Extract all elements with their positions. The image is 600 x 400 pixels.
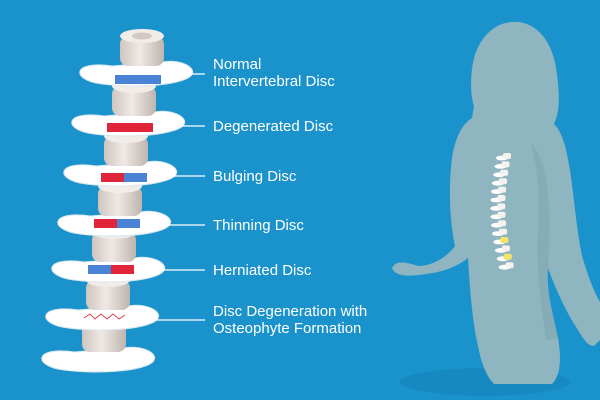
label-osteophyte-line1: Disc Degeneration with [213, 303, 368, 320]
label-degenerated-disc: Degenerated Disc [213, 118, 334, 135]
label-normal-line2: Intervertebral Disc [213, 73, 335, 90]
intervertebral-disc [107, 123, 153, 132]
osteophyte-mark [83, 313, 126, 320]
vertebra-process [41, 346, 156, 373]
mini-vertebra [505, 262, 514, 269]
label-thinning-disc: Thinning Disc [213, 217, 304, 234]
label-osteophyte-line2: Osteophyte Formation [213, 320, 362, 337]
mini-vertebra [499, 228, 508, 235]
mini-vertebra [501, 161, 510, 168]
leader-lines [140, 73, 205, 321]
disc-left [83, 313, 106, 322]
vertebra-body [92, 232, 136, 262]
disc-left [94, 219, 117, 228]
vertebra-canal [132, 32, 152, 40]
vertebra [79, 29, 194, 87]
mini-vertebra [497, 195, 506, 201]
mini-vertebra [500, 169, 509, 176]
vertebra-process [79, 60, 194, 87]
mini-vertebra [500, 237, 509, 243]
disc-right [124, 173, 147, 182]
mini-vertebra [497, 211, 506, 218]
disc-left [115, 75, 138, 84]
disc-right [111, 265, 134, 274]
human-silhouette-icon [392, 21, 600, 396]
label-herniated-disc: Herniated Disc [213, 262, 312, 279]
label-osteophyte-disc: Disc Degeneration with Osteophyte Format… [213, 303, 367, 337]
vertebra-body [120, 36, 164, 66]
intervertebral-disc [115, 75, 161, 84]
disc-left [107, 123, 130, 132]
mini-vertebra [498, 220, 507, 227]
label-normal-disc: Normal Intervertebral Disc [213, 56, 335, 90]
mini-vertebra [503, 253, 512, 260]
intervertebral-disc [94, 219, 140, 228]
disc-left [88, 265, 111, 274]
vertebra-body [86, 280, 130, 310]
disc-right [130, 123, 153, 132]
disc-left [101, 173, 124, 182]
silhouette-spine-icon [490, 153, 514, 270]
disc-right [138, 75, 161, 84]
label-normal-line1: Normal [213, 56, 262, 73]
mini-vertebra [497, 203, 506, 210]
disc-right [117, 219, 140, 228]
vertebra-body [112, 86, 156, 116]
intervertebral-disc [83, 313, 129, 322]
mini-vertebra [501, 245, 510, 252]
mini-vertebra [498, 186, 507, 193]
label-bulging-disc: Bulging Disc [213, 168, 297, 185]
spine-column-icon [41, 29, 194, 373]
vertebra-body [98, 186, 142, 216]
intervertebral-disc [101, 173, 147, 182]
intervertebral-disc [88, 265, 134, 274]
mini-vertebra [503, 153, 511, 159]
vertebra-body [104, 136, 148, 166]
mini-vertebra [498, 178, 507, 185]
